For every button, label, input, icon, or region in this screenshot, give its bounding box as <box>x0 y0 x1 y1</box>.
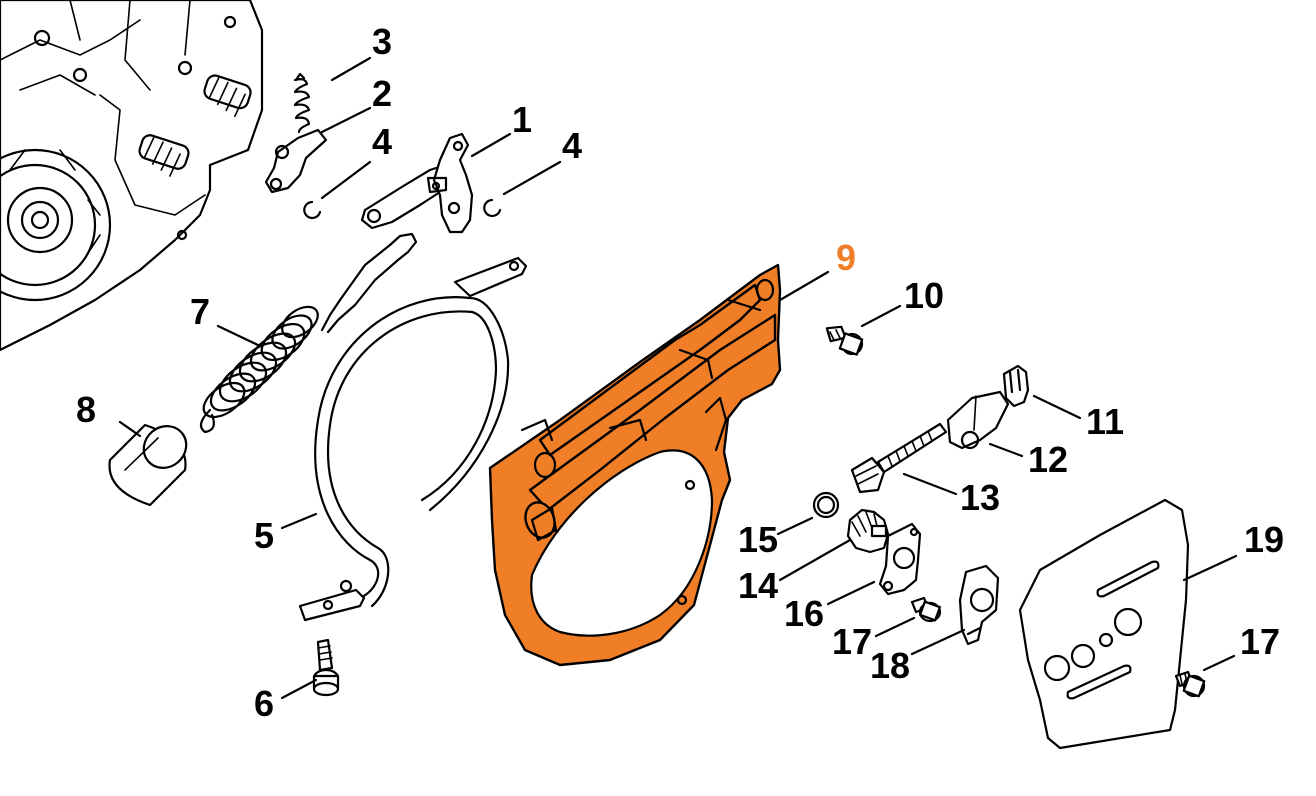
screw-part-10 <box>825 325 864 356</box>
circlip-part-4-right <box>483 198 502 218</box>
callout-4-right: 4 <box>562 125 582 166</box>
callout-12: 12 <box>1028 439 1068 480</box>
callout-6: 6 <box>254 683 274 724</box>
screw-part-17-middle <box>910 596 942 623</box>
thrust-plate-part-16 <box>878 522 922 596</box>
callout-labels: 3 2 4 1 4 7 8 5 6 9 10 11 12 13 15 14 16… <box>76 21 1284 724</box>
o-ring-part-15 <box>812 491 840 519</box>
screw-part-6 <box>312 638 340 697</box>
callout-5: 5 <box>254 515 274 556</box>
callout-19: 19 <box>1244 519 1284 560</box>
callout-9: 9 <box>836 237 856 278</box>
tensioner-slide-part-12 <box>946 390 1010 450</box>
lever-part-2 <box>264 128 328 194</box>
spur-gear-part-14 <box>846 508 890 554</box>
callout-14: 14 <box>738 565 778 606</box>
bar-stud-upper <box>203 74 252 118</box>
callout-17-middle: 17 <box>832 621 872 662</box>
screw-part-17-right <box>1174 670 1206 698</box>
bar-stud-lower <box>138 134 190 177</box>
callout-16: 16 <box>784 593 824 634</box>
callout-13: 13 <box>960 477 1000 518</box>
brake-band-part-5 <box>298 256 528 622</box>
bracket-part-11 <box>1002 364 1030 408</box>
callout-4-left: 4 <box>372 121 392 162</box>
tension-screw-part-13 <box>850 422 948 494</box>
leader-lines <box>118 56 1238 700</box>
callout-7: 7 <box>190 291 210 332</box>
callout-2: 2 <box>372 73 392 114</box>
engine-housing <box>0 0 264 352</box>
sleeve-part-8 <box>108 423 188 507</box>
circlip-part-4-left <box>303 200 322 220</box>
callout-8: 8 <box>76 389 96 430</box>
callout-1: 1 <box>512 99 532 140</box>
brake-lever-part-1 <box>360 132 474 234</box>
callout-15: 15 <box>738 519 778 560</box>
spring-part-3 <box>293 72 311 134</box>
callout-10: 10 <box>904 275 944 316</box>
clamp-plate-part-18 <box>958 564 1000 646</box>
callout-18: 18 <box>870 645 910 686</box>
guide-plate-part-19 <box>1018 498 1190 750</box>
callout-3: 3 <box>372 21 392 62</box>
spring-part-7 <box>199 232 418 434</box>
callout-11: 11 <box>1086 401 1124 442</box>
callout-17-right: 17 <box>1240 621 1280 662</box>
sprocket-cover-part-9 <box>488 263 782 667</box>
